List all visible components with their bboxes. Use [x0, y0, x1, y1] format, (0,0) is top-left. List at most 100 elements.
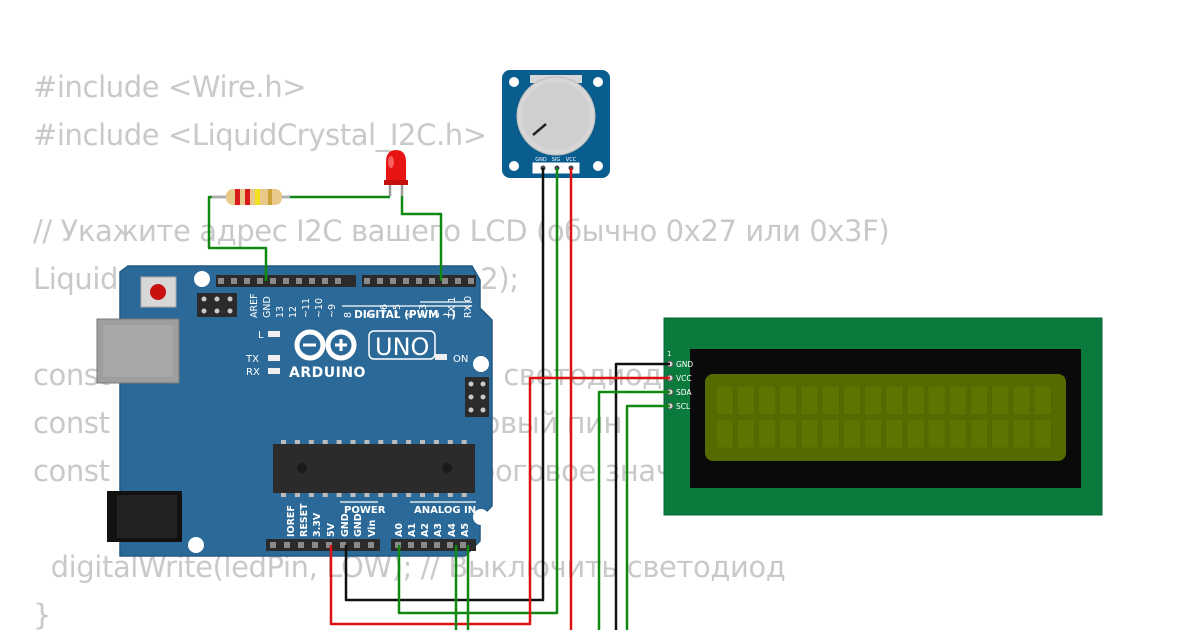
header-pin[interactable]	[377, 278, 383, 284]
lcd-cell	[970, 418, 989, 449]
header-pin[interactable]	[455, 278, 461, 284]
header-pin[interactable]	[442, 278, 448, 284]
lcd-cell	[948, 385, 968, 416]
header-pin[interactable]	[460, 542, 466, 548]
wire-lcd-vcc[interactable]	[329, 376, 670, 626]
chip-pin	[461, 493, 467, 497]
header-pin[interactable]	[408, 542, 414, 548]
header-pin[interactable]	[298, 542, 304, 548]
wire-pot-gnd[interactable]	[344, 168, 545, 602]
lcd-cell	[758, 385, 777, 416]
header-pin[interactable]	[284, 542, 290, 548]
wire-lcd-sda[interactable]	[597, 390, 670, 630]
power-pin-label: Vin	[367, 520, 378, 537]
led-l-label: L	[258, 330, 264, 341]
digital-pin-label: ~6	[379, 304, 390, 318]
chip-pin	[281, 493, 286, 497]
wire-lcd-scl[interactable]	[625, 404, 670, 630]
header-pin[interactable]	[312, 542, 318, 548]
lcd-cell	[779, 385, 798, 416]
lcd-cell	[758, 418, 777, 449]
resistor[interactable]	[212, 189, 290, 205]
digital-pin-label: AREF	[249, 293, 260, 318]
header-pin[interactable]	[368, 542, 374, 548]
header-pin[interactable]	[231, 278, 237, 284]
chip-pin	[294, 440, 300, 444]
digital-pin-label: ~3	[418, 304, 429, 318]
lcd-character-cells	[715, 385, 1052, 449]
chip-pin	[308, 493, 314, 497]
reset-button[interactable]	[140, 276, 177, 308]
lcd-cell	[736, 385, 756, 416]
lcd-cell	[1012, 418, 1031, 449]
chip-pin	[378, 493, 384, 497]
header-pin[interactable]	[364, 278, 370, 284]
pot-pin-label-vcc: VCC	[566, 157, 577, 163]
digital-pin-label: ~11	[301, 298, 312, 318]
header-pin[interactable]	[326, 542, 332, 548]
lcd-16x2-display[interactable]: 1 GND VCC SDA SCL	[663, 317, 1103, 516]
header-pin[interactable]	[340, 542, 346, 548]
chip-pin	[336, 493, 342, 497]
header-pin[interactable]	[335, 278, 341, 284]
header-pin[interactable]	[270, 278, 276, 284]
red-led[interactable]	[384, 150, 408, 196]
chip-pin	[433, 440, 439, 444]
lcd-cell	[885, 418, 904, 449]
header-pin[interactable]	[416, 278, 422, 284]
lcd-cell	[715, 385, 734, 416]
header-pin[interactable]	[257, 278, 263, 284]
mounting-hole	[473, 509, 489, 525]
header-pin[interactable]	[354, 542, 360, 548]
header-pin[interactable]	[447, 542, 453, 548]
lcd-cell	[800, 418, 819, 449]
usb-connector	[96, 318, 180, 384]
analog-pin-label: A0	[394, 523, 405, 537]
header-pin[interactable]	[434, 542, 440, 548]
wire-resistor-gnd[interactable]	[207, 195, 268, 281]
power-pin-label: IOREF	[286, 505, 297, 537]
lcd-cell	[715, 418, 734, 449]
wire-led-pin[interactable]	[400, 196, 443, 281]
icsp-header-right	[465, 377, 489, 417]
header-pin[interactable]	[403, 278, 409, 284]
lcd-cell	[970, 385, 989, 416]
led-rx	[268, 368, 280, 374]
header-pin[interactable]	[244, 278, 250, 284]
led-on	[435, 354, 447, 360]
potentiometer[interactable]: GND SIG VCC	[502, 70, 610, 178]
chip-pin	[364, 440, 370, 444]
chip-pin	[336, 440, 342, 444]
chip-pin	[350, 493, 356, 497]
chip-pin	[420, 493, 425, 497]
header-pin[interactable]	[429, 278, 435, 284]
header-pin[interactable]	[283, 278, 289, 284]
digital-pin-label: ~5	[392, 304, 403, 318]
lcd-cell	[948, 418, 968, 449]
wire-pot-sig[interactable]	[397, 168, 559, 615]
lcd-pin-gnd: GND	[676, 360, 693, 369]
header-pin[interactable]	[270, 542, 276, 548]
digital-pin-label: 13	[275, 306, 286, 318]
header-pin[interactable]	[421, 542, 427, 548]
lcd-cell	[842, 418, 862, 449]
header-pin[interactable]	[218, 278, 224, 284]
lcd-cell	[906, 385, 925, 416]
lcd-cell	[991, 385, 1010, 416]
header-pin[interactable]	[296, 278, 302, 284]
wire-lcd-gnd[interactable]	[614, 362, 670, 630]
power-jack	[107, 491, 182, 542]
digital-pin-label: ~10	[314, 298, 325, 318]
header-pin[interactable]	[390, 278, 396, 284]
lcd-cell	[885, 385, 904, 416]
power-pin-label: 5V	[326, 522, 337, 537]
lcd-cell	[864, 418, 883, 449]
code-line-1: #include <Wire.h>	[33, 70, 307, 104]
lcd-cell	[1033, 418, 1052, 449]
header-pin[interactable]	[468, 278, 474, 284]
header-pin[interactable]	[322, 278, 328, 284]
header-pin[interactable]	[309, 278, 315, 284]
arduino-logo-icon	[294, 329, 357, 361]
